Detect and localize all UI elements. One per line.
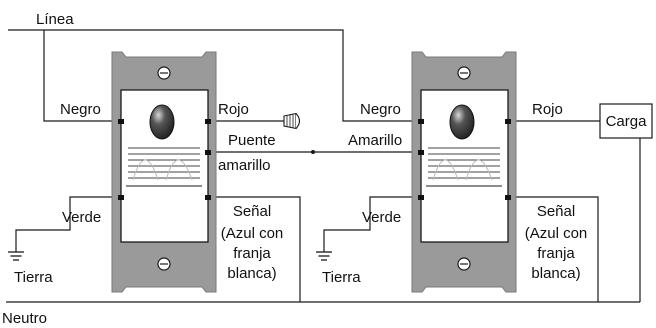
- left-yellow-terminal: [205, 150, 211, 155]
- ground-symbol-icon: [316, 251, 332, 261]
- right-azul-label: (Azul con: [525, 225, 588, 242]
- left-signal-terminal: [205, 195, 211, 200]
- sensor-lens-icon: [449, 104, 475, 140]
- ground-symbol-icon: [8, 251, 24, 261]
- line-branch-wire: [43, 30, 120, 122]
- left-black-terminal: [118, 119, 124, 124]
- left-rojo-label: Rojo: [218, 101, 249, 118]
- left-senal-label: Señal: [233, 203, 271, 220]
- line-wire: [8, 29, 420, 122]
- neutro-label: Neutro: [2, 310, 47, 327]
- sensor-lens-icon: [149, 104, 175, 140]
- right-louver-panel: [426, 147, 502, 187]
- left-franja-label: franja: [233, 245, 271, 262]
- mounting-screw-icon: [457, 66, 471, 80]
- right-tierra-label: Tierra: [322, 269, 361, 286]
- left-negro-label: Negro: [60, 101, 101, 118]
- wires: [6, 29, 641, 303]
- left-signal-wire: [208, 196, 301, 302]
- right-rojo-label: Rojo: [532, 101, 563, 118]
- right-signal-wire: [510, 196, 599, 302]
- left-louver-panel: [126, 147, 202, 187]
- left-red-terminal: [205, 119, 211, 124]
- right-verde-label: Verde: [362, 209, 401, 226]
- left-puente-label: Puente: [228, 132, 276, 149]
- left-green-terminal: [118, 195, 124, 200]
- mounting-screw-icon: [157, 66, 171, 80]
- linea-label: Línea: [36, 11, 74, 28]
- right-red-terminal: [505, 119, 511, 124]
- right-franja-label: franja: [537, 245, 575, 262]
- right-black-terminal: [418, 119, 424, 124]
- carga-label: Carga: [606, 113, 648, 130]
- right-negro-label: Negro: [360, 101, 401, 118]
- right-blanca-label: blanca): [531, 265, 580, 282]
- junction-dot: [311, 150, 315, 154]
- load-box: [599, 103, 653, 139]
- right-amarillo-label: Amarillo: [348, 132, 402, 149]
- right-green-terminal: [418, 195, 424, 200]
- wire-nut-icon: [283, 112, 301, 130]
- left-amarillo-label: amarillo: [218, 157, 271, 174]
- right-sensor-switch: [411, 51, 517, 293]
- left-blanca-label: blanca): [227, 265, 276, 282]
- left-green-wire: [15, 196, 120, 252]
- right-yellow-terminal: [418, 150, 424, 155]
- left-tierra-label: Tierra: [14, 269, 53, 286]
- right-green-wire: [323, 196, 420, 252]
- mounting-screw-icon: [157, 257, 171, 271]
- right-signal-terminal: [505, 195, 511, 200]
- mounting-screw-icon: [457, 257, 471, 271]
- left-azul-label: (Azul con: [221, 225, 284, 242]
- left-verde-label: Verde: [62, 209, 101, 226]
- right-senal-label: Señal: [537, 203, 575, 220]
- left-sensor-switch: [111, 51, 217, 293]
